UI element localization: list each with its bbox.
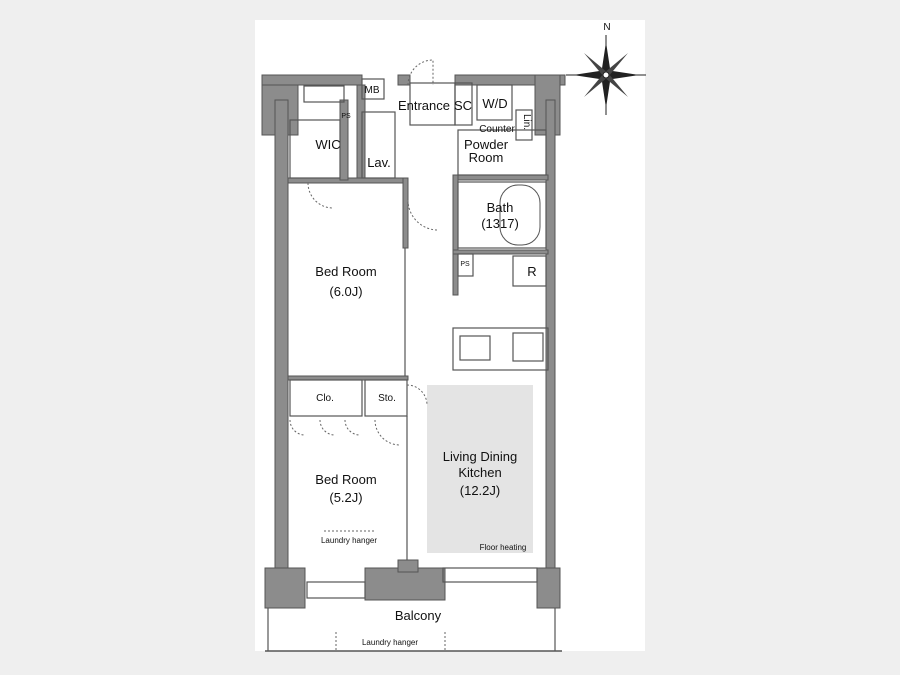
storage-label: Sto. (378, 393, 396, 404)
pipe-space-label-1: PS (341, 113, 351, 120)
powder-room-label-2: Room (469, 150, 504, 165)
walls (261, 74, 566, 609)
floor-heating-label: Floor heating (480, 543, 527, 552)
interior-lines (265, 59, 562, 652)
bedroom1-size-label: (6.0J) (329, 284, 362, 299)
ldk-label-2: Kitchen (458, 465, 501, 480)
north-label: N (603, 22, 610, 33)
bedroom1-label: Bed Room (315, 264, 376, 279)
mb-label: MB (365, 85, 380, 96)
bedroom2-size-label: (5.2J) (329, 490, 362, 505)
balcony-laundry-hanger-label: Laundry hanger (362, 638, 418, 647)
balcony-label: Balcony (395, 608, 442, 623)
pipe-space-label-2: PS (460, 261, 470, 268)
counter-label: Counter (479, 124, 515, 135)
shoe-closet-label: SC (454, 98, 472, 113)
ldk-size-label: (12.2J) (460, 483, 500, 498)
compass-rose-icon (566, 35, 646, 115)
refrigerator-label: R (527, 264, 536, 279)
plan-sheet (255, 20, 645, 651)
entrance-label: Entrance (398, 98, 450, 113)
bedroom-laundry-hanger-label: Laundry hanger (321, 536, 377, 545)
bedroom2-label: Bed Room (315, 472, 376, 487)
wic-label: WIC (315, 137, 340, 152)
closet-label: Clo. (316, 393, 334, 404)
washer-dryer-label: W/D (482, 96, 507, 111)
bath-size-label: (1317) (481, 216, 519, 231)
linen-label: Lin. (521, 114, 532, 130)
powder-room-label-1: Powder (464, 137, 509, 152)
bath-label: Bath (487, 200, 514, 215)
lavatory-label: Lav. (367, 155, 391, 170)
ldk-label-1: Living Dining (443, 449, 517, 464)
floor-heating-area (427, 385, 533, 553)
